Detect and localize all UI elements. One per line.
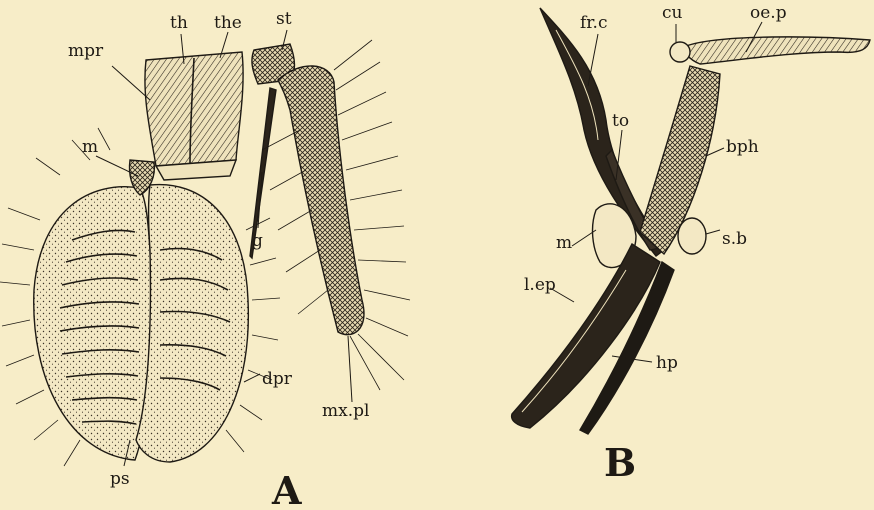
label-st: st	[276, 9, 292, 29]
panel-b-drawing	[512, 8, 870, 434]
label-hp: hp	[656, 353, 678, 373]
label-m-a: m	[82, 137, 98, 157]
label-bph: bph	[726, 137, 759, 157]
oesophageal-pump	[685, 37, 870, 64]
labellum-right-lobe	[136, 185, 248, 462]
cuticle-ring	[670, 42, 690, 62]
salivary-bulb	[678, 218, 706, 254]
maxillary-palp	[278, 66, 364, 335]
panel-label-a: A	[271, 468, 302, 510]
label-cu: cu	[662, 3, 683, 23]
label-g: g	[252, 231, 263, 251]
label-l-ep: l.ep	[524, 275, 556, 295]
label-mpr: mpr	[68, 41, 104, 61]
label-th: th	[170, 13, 188, 33]
label-fr-c: fr.c	[580, 13, 607, 33]
label-s-b: s.b	[722, 229, 747, 249]
label-m-b: m	[556, 233, 572, 253]
label-the: the	[214, 13, 242, 33]
panel-label-b: B	[604, 440, 636, 485]
label-mx-pl: mx.pl	[322, 401, 369, 421]
label-ps: ps	[110, 469, 130, 489]
label-dpr: dpr	[262, 369, 293, 389]
label-to: to	[612, 111, 629, 131]
label-oe-p: oe.p	[750, 3, 787, 23]
labellum-left-lobe	[34, 187, 151, 460]
